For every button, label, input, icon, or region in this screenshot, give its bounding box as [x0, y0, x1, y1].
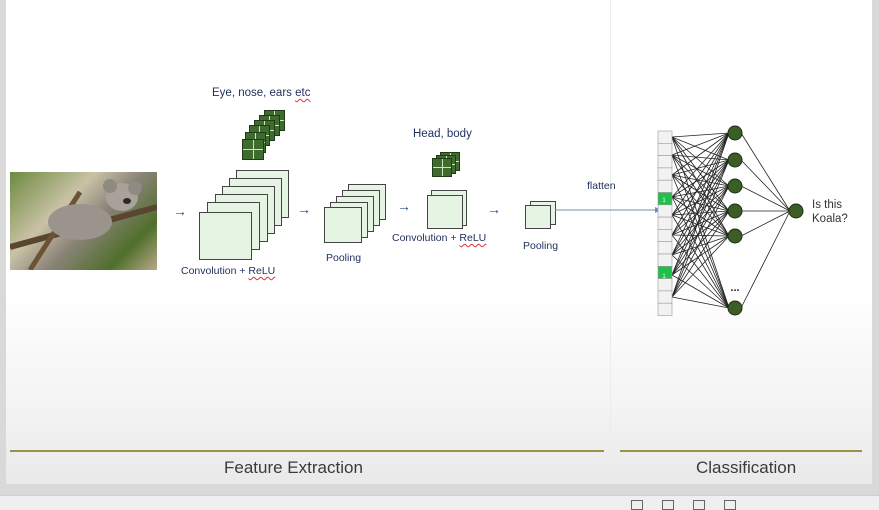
connection [740, 210, 791, 237]
flatten-cell [657, 179, 673, 193]
koala-photo [10, 172, 157, 270]
connection [671, 154, 730, 187]
hidden-neuron [727, 203, 743, 219]
connection [671, 185, 730, 198]
flatten-cell [657, 204, 673, 218]
high-level-features-label: Head, body [413, 128, 472, 140]
connection [671, 196, 730, 309]
status-bar [0, 495, 879, 510]
connection [671, 296, 730, 309]
flatten-cell [657, 142, 673, 156]
arrow-icon: → [297, 201, 311, 217]
connection [671, 196, 730, 237]
connection [671, 132, 730, 276]
flatten-cell [657, 229, 673, 243]
conv1-label: Convolution + ReLU [181, 265, 276, 277]
connection [671, 159, 730, 216]
connection [740, 159, 791, 212]
flatten-cell [657, 241, 673, 255]
connection [671, 159, 730, 198]
classification-title: Classification [696, 458, 797, 477]
connection [671, 159, 730, 276]
connection [671, 185, 730, 276]
connection [671, 132, 730, 176]
connection [671, 154, 730, 309]
pool1-label: Pooling [326, 252, 362, 264]
connection [671, 159, 730, 176]
connection [671, 132, 730, 298]
connection [671, 210, 730, 256]
connection [671, 210, 730, 216]
pool2-label: Pooling [523, 240, 559, 252]
connection [671, 210, 730, 298]
connection [671, 185, 730, 236]
connection [671, 185, 730, 216]
connection [671, 136, 730, 237]
hidden-neuron [727, 228, 743, 244]
flatten-cell [657, 130, 673, 144]
more-neurons-ellipsis: ... [730, 282, 739, 294]
connection [671, 132, 730, 156]
classification-rule [620, 450, 862, 452]
connection [740, 185, 791, 212]
spellcheck-word: ReLU [459, 232, 487, 244]
fully-connected-network: 1 1 ... [657, 125, 804, 316]
arrow-icon: → [397, 198, 411, 214]
flatten-cell-value: 1 [662, 274, 666, 280]
hidden-neuron [727, 300, 743, 316]
flatten-cell [657, 216, 673, 230]
connection [671, 132, 730, 216]
connection [740, 210, 791, 309]
connection [671, 274, 730, 309]
connection [671, 214, 730, 309]
connection [671, 132, 730, 256]
flatten-cell [657, 290, 673, 304]
connection [671, 174, 730, 187]
feature-extraction-title: Feature Extraction [224, 458, 363, 477]
conv2-label: Convolution + ReLU [392, 232, 487, 244]
koala-illustration [10, 179, 157, 270]
feature-extraction-rule [10, 450, 604, 452]
connection [671, 132, 730, 236]
hidden-neuron [727, 152, 743, 168]
flatten-cell [657, 278, 673, 292]
arrow-icon: → [487, 201, 501, 217]
connection [671, 210, 730, 276]
flatten-cell [657, 167, 673, 181]
connection [671, 185, 730, 256]
flatten-arrow [555, 207, 661, 213]
output-neuron [788, 203, 804, 219]
connection [671, 136, 730, 187]
connection [671, 159, 730, 298]
flatten-cell [657, 155, 673, 169]
connection [671, 154, 730, 237]
connection [671, 132, 730, 138]
spellcheck-word: etc [295, 87, 311, 99]
arrow-icon: → [173, 203, 187, 219]
connection [740, 132, 791, 212]
connection [671, 185, 730, 298]
output-question: Is this Koala? [812, 199, 848, 225]
connection [671, 154, 730, 212]
flatten-cell [657, 253, 673, 267]
connection [671, 159, 730, 236]
hidden-neuron [727, 125, 743, 141]
flatten-label: flatten [587, 180, 616, 192]
low-level-features-label: Eye, nose, ears etc [212, 87, 311, 99]
spellcheck-word: ReLU [248, 265, 276, 277]
connection [671, 136, 730, 309]
hidden-neuron [727, 178, 743, 194]
flatten-cell-value: 1 [662, 198, 666, 204]
flatten-cell [657, 302, 673, 316]
section-divider [610, 0, 611, 450]
connection [671, 235, 730, 298]
connection [671, 159, 730, 256]
connection [671, 210, 730, 236]
connection [671, 132, 730, 198]
